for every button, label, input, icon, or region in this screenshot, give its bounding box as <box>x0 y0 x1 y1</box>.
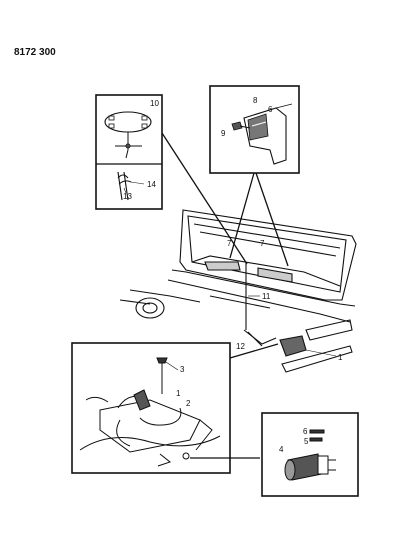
callout-3: 3 <box>180 365 185 374</box>
inset-bracket: 8 6 9 <box>209 85 300 174</box>
callout-9: 9 <box>221 129 226 138</box>
callout-7-right: 7 <box>260 239 265 248</box>
pump-drawing <box>284 429 336 481</box>
callout-4: 4 <box>279 445 284 454</box>
callout-12: 12 <box>236 342 245 351</box>
callout-6: 6 <box>303 427 308 436</box>
inset-reservoir: 3 1 2 <box>71 342 231 474</box>
callout-1-main: 1 <box>338 353 343 362</box>
callout-1-inset: 1 <box>176 389 181 398</box>
nozzle-plate-drawing <box>104 111 152 159</box>
callout-14: 14 <box>147 180 156 189</box>
callout-7-left: 7 <box>227 239 232 248</box>
callout-6-small: 6 <box>268 105 273 114</box>
callout-10: 10 <box>150 99 159 108</box>
reservoir-drawing <box>79 357 221 467</box>
leader-lines <box>161 132 289 459</box>
callout-5: 5 <box>304 437 309 446</box>
callout-8: 8 <box>253 96 258 105</box>
inset-pump: 6 5 4 <box>261 412 359 497</box>
callout-13: 13 <box>123 192 132 201</box>
callout-2: 2 <box>186 399 191 408</box>
hose-clip-drawing <box>117 171 145 201</box>
main-cowl-view <box>119 209 357 373</box>
bracket-drawing <box>231 103 293 165</box>
callout-11: 11 <box>262 292 271 301</box>
diagram-number: 8172 300 <box>14 47 56 58</box>
inset-nozzle: 10 14 13 <box>95 94 163 210</box>
